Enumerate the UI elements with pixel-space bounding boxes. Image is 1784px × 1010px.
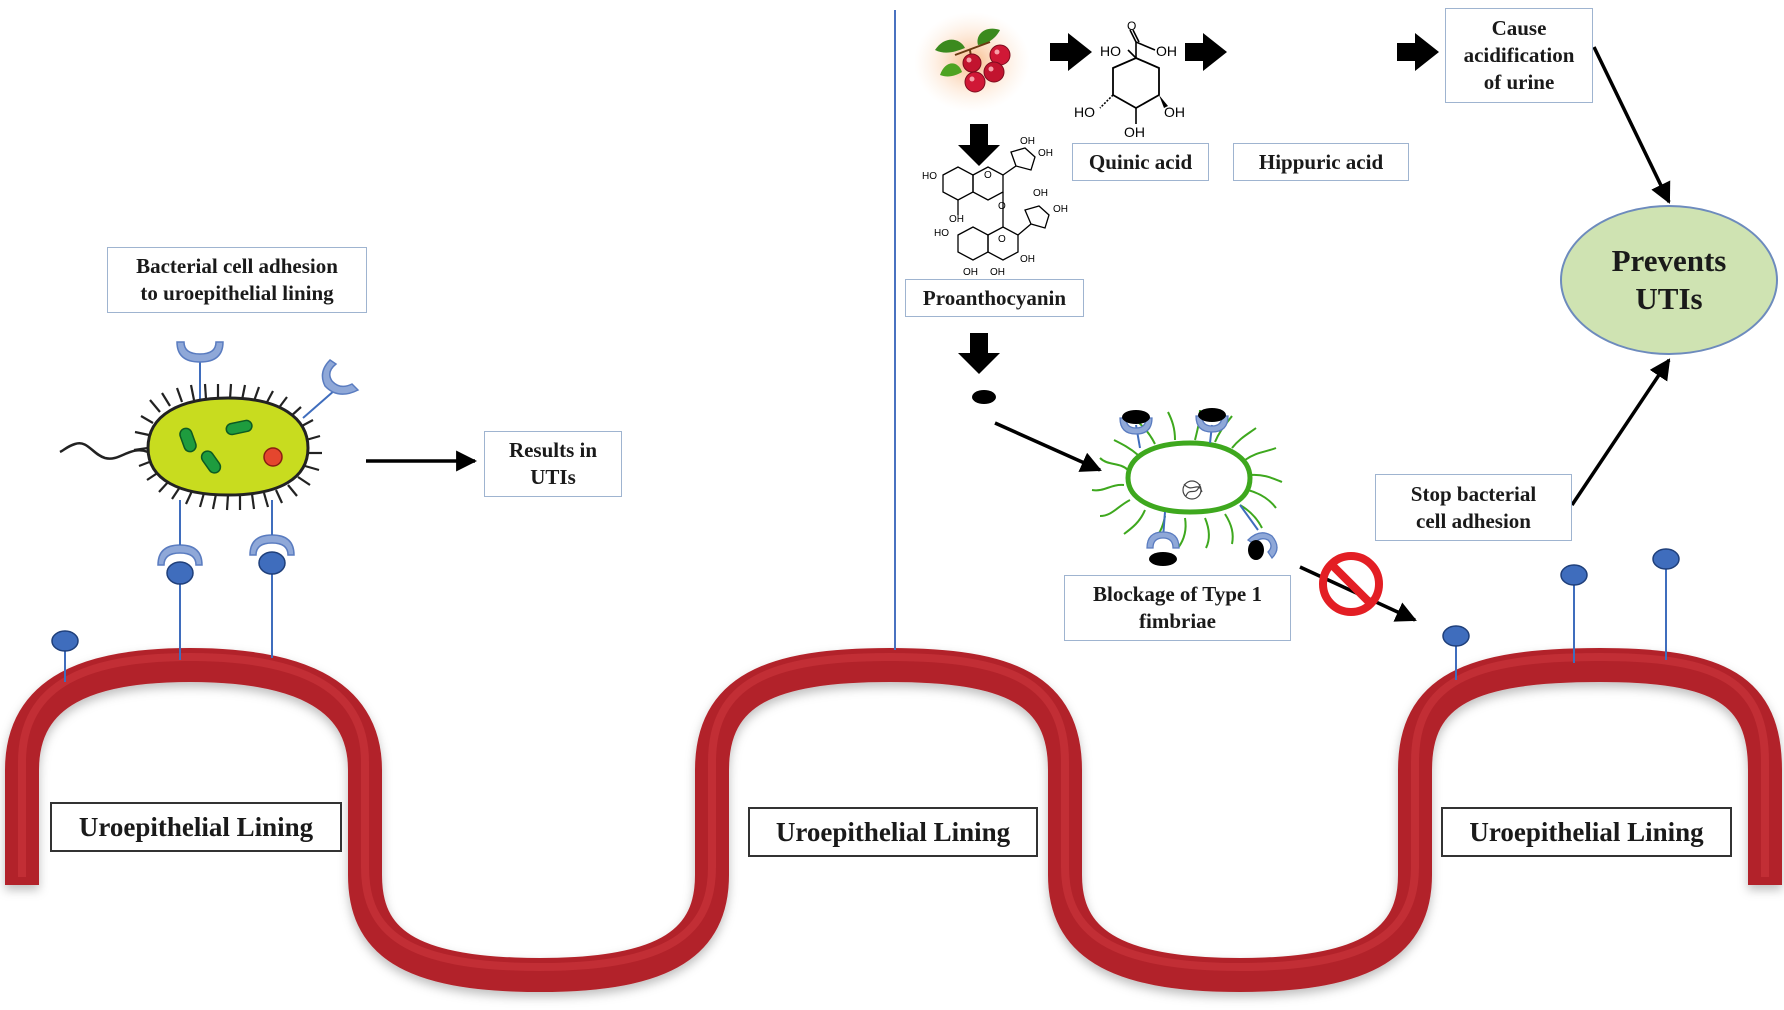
blockage-type1-fimbriae-label: Blockage of Type 1 fimbriae (1064, 575, 1291, 641)
proanthocyanin-structure (942, 147, 1050, 261)
svg-text:OH: OH (1033, 188, 1048, 199)
svg-text:OH: OH (1038, 148, 1053, 159)
prevents-utis-ellipse: Prevents UTIs (1560, 205, 1778, 355)
bacterium-icon (59, 383, 322, 511)
proanthocyanin-label: Proanthocyanin (905, 279, 1084, 317)
results-in-utis-label: Results in UTIs (484, 431, 622, 497)
svg-text:HO: HO (1100, 43, 1121, 59)
block-arrow-right-1 (1050, 33, 1092, 71)
uroepithelial-lining-wave (5, 648, 1782, 992)
svg-text:OH: OH (1156, 43, 1177, 59)
proanthocyanin-atoms: OH OH HO O OH O OH OH HO O OH OH OH (922, 136, 1068, 278)
svg-text:OH: OH (963, 267, 978, 278)
block-arrow-down-1 (958, 124, 1000, 166)
quinic-acid-structure: O HO OH HO OH OH (1074, 19, 1185, 140)
svg-text:HO: HO (1074, 104, 1095, 120)
cranberry-icon (914, 12, 1030, 112)
receptor-left-3 (249, 500, 295, 658)
arrow-to-fimbriae (994, 421, 1102, 472)
svg-text:OH: OH (949, 214, 964, 225)
quinic-acid-label: Quinic acid (1072, 143, 1209, 181)
blocked-bacterium-icon (1091, 408, 1283, 566)
svg-text:OH: OH (1053, 204, 1068, 215)
fimbria-adhesin-top (176, 341, 360, 419)
svg-text:O: O (984, 170, 992, 181)
svg-text:OH: OH (1020, 254, 1035, 265)
proanthocyanin-molecule-dot (972, 390, 996, 404)
no-entry-icon (1319, 552, 1383, 616)
arrow-stop-adhesion-to-prevents (1570, 358, 1671, 506)
arrow-acidification-to-prevents (1592, 46, 1671, 204)
receptor-right-2 (1560, 564, 1588, 663)
receptor-left-1 (51, 630, 79, 682)
receptor-left-2 (157, 500, 203, 660)
hippuric-acid-label: Hippuric acid (1233, 143, 1409, 181)
svg-text:OH: OH (1020, 136, 1035, 147)
uroepithelial-lining-label-right: Uroepithelial Lining (1441, 807, 1732, 857)
svg-text:O: O (998, 201, 1006, 212)
receptor-right-1 (1442, 625, 1470, 680)
svg-text:HO: HO (922, 171, 937, 182)
svg-text:OH: OH (1164, 104, 1185, 120)
uroepithelial-lining-label-left: Uroepithelial Lining (50, 802, 342, 852)
svg-text:OH: OH (1124, 124, 1145, 140)
svg-text:O: O (1127, 19, 1136, 33)
receptor-right-3 (1652, 548, 1680, 660)
bacterial-adhesion-label: Bacterial cell adhesion to uroepithelial… (107, 247, 367, 313)
svg-text:O: O (998, 234, 1006, 245)
svg-text:HO: HO (934, 228, 949, 239)
stop-bacterial-adhesion-label: Stop bacterial cell adhesion (1375, 474, 1572, 541)
svg-text:OH: OH (990, 267, 1005, 278)
block-arrow-right-3 (1397, 33, 1439, 71)
uroepithelial-lining-label-middle: Uroepithelial Lining (748, 807, 1038, 857)
block-arrow-right-2 (1185, 33, 1227, 71)
acidification-label: Cause acidification of urine (1445, 8, 1593, 103)
block-arrow-down-2 (958, 333, 1000, 374)
